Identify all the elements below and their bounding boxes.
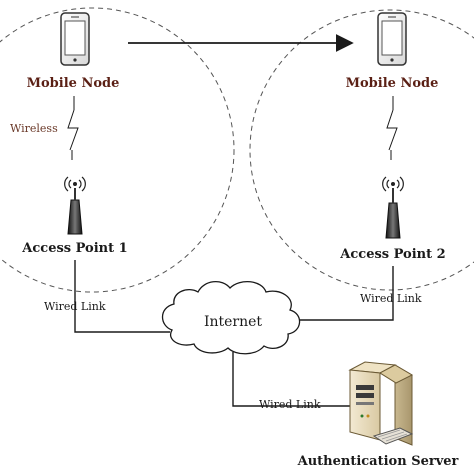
wired-link-label-server: Wired Link xyxy=(259,398,321,411)
internet-cloud-icon xyxy=(161,281,301,355)
wired-link-line-left xyxy=(74,260,170,333)
wired-link-label-left: Wired Link xyxy=(44,300,106,313)
wired-link-label-right: Wired Link xyxy=(360,292,422,305)
coverage-area-left xyxy=(0,7,235,293)
antenna-icon-left xyxy=(64,176,86,235)
wireless-signal-icon-right xyxy=(386,96,398,160)
wired-link-line-right xyxy=(300,266,394,321)
mobile-phone-icon-right xyxy=(377,12,407,66)
internet-label: Internet xyxy=(204,314,262,330)
wireless-signal-icon-left xyxy=(67,96,79,160)
antenna-icon-right xyxy=(382,176,404,239)
mobile-node-label-right: Mobile Node xyxy=(346,76,439,91)
mobile-phone-icon-left xyxy=(60,12,90,66)
wired-link-line-server xyxy=(232,352,350,407)
access-point-1-label: Access Point 1 xyxy=(21,241,127,256)
authentication-server-label: Authentication Server xyxy=(297,454,459,469)
access-point-2-label: Access Point 2 xyxy=(339,247,445,262)
wireless-label: Wireless xyxy=(10,122,58,135)
coverage-area-right xyxy=(249,9,474,291)
server-icon xyxy=(348,361,414,446)
mobile-node-label-left: Mobile Node xyxy=(27,76,120,91)
